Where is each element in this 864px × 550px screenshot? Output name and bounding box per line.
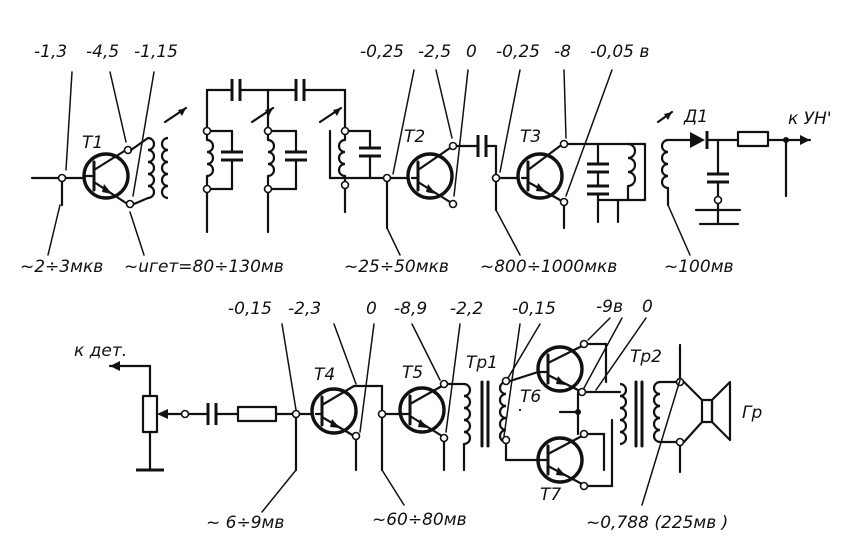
v-supply: -9в [596,297,623,317]
v-t6-base: -0,15 [512,299,556,319]
speaker-icon [700,380,732,442]
tuned-circuit-2 [263,88,307,234]
v-t3-collector: -8 [554,42,571,62]
t1-oscillator-coil [129,136,169,206]
label-t5: T5 [402,363,423,383]
transistor-t5 [396,379,466,472]
label-t2: T2 [404,127,425,147]
v-t2-emitter: 0 [466,42,477,62]
v-t5-emitter: -2,2 [450,299,483,319]
tuned-circuit-1 [202,88,243,234]
v-t5-collector: -8,9 [394,299,427,319]
transformer-tp2 [619,343,704,474]
v-t2-base: -0,25 [360,42,404,62]
label-to-detector: к дет. [74,341,127,361]
push-pull-wiring [558,342,622,488]
label-t4: T4 [314,365,335,385]
label-diode: Д1 [683,107,708,127]
v-t3-base: -0,25 [496,42,540,62]
signal-detector: ~100мв [664,257,734,277]
label-to-agc: к УН' [788,109,832,129]
label-t3: T3 [520,127,541,147]
transistor-t7 [536,429,589,491]
signal-input: ~2÷3мкв [20,257,103,277]
signal-audio2: ~60÷80мв [372,510,467,530]
label-t6: T6 [520,387,541,407]
transistor-t2 [382,135,501,230]
transistor-t3 [498,139,569,230]
v-t3-emitter: -0,05 в [590,42,649,62]
label-tp1: Tp1 [466,353,498,373]
label-t1: T1 [82,133,103,153]
top-pointer-lines [47,69,691,256]
v-t4-emitter: 0 [366,299,377,319]
signal-output: ~0,788 (225мв ) [586,513,728,533]
label-speaker: Гр [742,403,762,423]
v-t1-collector: -4,5 [86,42,119,62]
signal-if2: ~800÷1000мкв [480,257,617,277]
v-t2-collector: -2,5 [418,42,451,62]
label-t7: T7 [540,485,561,505]
detector-stage [656,110,812,226]
signal-if1: ~25÷50мкв [344,257,449,277]
input-lead [30,173,86,207]
coupling-capacitors-top [205,79,347,101]
bottom-pointer-lines [261,317,681,513]
v-ground: 0 [642,297,653,317]
t3-output-circuit [566,142,647,224]
volume-potentiometer [108,361,318,472]
v-t4-base: -0,15 [228,299,272,319]
tuned-circuit-3 [328,88,389,214]
v-t1-emitter: -1,15 [134,42,178,62]
signal-audio1: ~ 6÷9мв [206,513,284,533]
transistor-t1 [82,145,135,209]
label-tp2: Tp2 [630,347,662,367]
v-t4-collector: -2,3 [288,299,321,319]
v-t1-base: -1,3 [34,42,67,62]
signal-oscillator: ~uгет=80÷130мв [124,257,284,277]
transformer-tp1 [462,370,540,472]
transistor-t6 [536,339,589,397]
tuning-arrows [163,106,343,124]
transistor-t4 [310,384,400,472]
